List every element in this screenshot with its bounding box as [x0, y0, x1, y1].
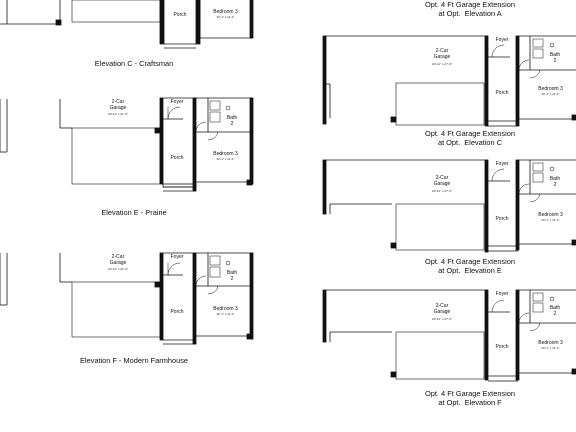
- garage-dim-f: 20'-11" x 21'-6": [108, 267, 128, 271]
- porch-label-c: Porch: [173, 12, 187, 18]
- bath-label-opt-e: Bath 2: [549, 305, 561, 317]
- foyer-label-opt-c: Foyer: [495, 161, 509, 167]
- bedroom3-label-opt-a: Bedroom 3: [538, 86, 563, 92]
- bedroom3-dim-opt-e: 10'-1" x 11'-1": [541, 346, 560, 350]
- bedroom3-label-opt-c: Bedroom 3: [538, 212, 563, 218]
- bath-label-opt-a: Bath 2: [549, 52, 561, 64]
- garage-label-f: 2-Car Garage: [109, 254, 127, 266]
- caption-elevation-f: Elevation F - Modern Farmhouse: [79, 356, 189, 365]
- bedroom3-label-f: Bedroom 3: [213, 306, 238, 312]
- porch-label-opt-e: Porch: [495, 344, 509, 350]
- garage-dim-opt-e: 20'-11" x 27'-6": [432, 317, 452, 321]
- bath-label-opt-c: Bath 2: [549, 176, 561, 188]
- foyer-label-f: Foyer: [170, 254, 184, 260]
- caption-opt-e: Opt. 4 Ft Garage Extension at Opt. Eleva…: [425, 257, 515, 275]
- foyer-label-opt-e: Foyer: [495, 291, 509, 297]
- garage-dim-opt-c: 20'-11" x 27'-6": [432, 189, 452, 193]
- caption-opt-a: Opt. 4 Ft Garage Extension at Opt. Eleva…: [425, 0, 515, 18]
- porch-label-opt-a: Porch: [495, 90, 509, 96]
- bedroom3-label-e: Bedroom 3: [213, 151, 238, 157]
- garage-label-opt-e: 2-Car Garage: [433, 303, 451, 315]
- bedroom3-dim-f: 10'-1" x 11'-1": [216, 312, 235, 316]
- bedroom3-dim-opt-c: 10'-1" x 11'-1": [541, 218, 560, 222]
- porch-label-opt-c: Porch: [495, 216, 509, 222]
- bedroom3-label-opt-e: Bedroom 3: [538, 340, 563, 346]
- bath-label-f: Bath 2: [226, 270, 238, 282]
- bedroom3-dim-c: 10'-1" x 11'-1": [216, 15, 235, 19]
- garage-label-e: 2-Car Garage: [109, 99, 127, 111]
- garage-dim-opt-a: 20'-11" x 27'-6": [432, 62, 452, 66]
- caption-opt-c: Opt. 4 Ft Garage Extension at Opt. Eleva…: [425, 129, 515, 147]
- garage-label-opt-a: 2-Car Garage: [433, 48, 451, 60]
- caption-elevation-c: Elevation C - Craftsman: [94, 59, 174, 68]
- garage-label-opt-c: 2-Car Garage: [433, 175, 451, 187]
- bedroom3-dim-e: 10'-1" x 11'-1": [216, 157, 235, 161]
- caption-opt-f: Opt. 4 Ft Garage Extension at Opt. Eleva…: [425, 389, 515, 407]
- porch-label-f: Porch: [170, 309, 184, 315]
- bath-label-e: Bath 2: [226, 115, 238, 127]
- garage-dim-e: 20'-11" x 21'-6": [108, 112, 128, 116]
- bedroom3-label-c: Bedroom 3: [213, 9, 238, 15]
- foyer-label-opt-a: Foyer: [495, 37, 509, 43]
- porch-label-e: Porch: [170, 155, 184, 161]
- caption-elevation-e: Elevation E - Prairie: [101, 208, 167, 217]
- bedroom3-dim-opt-a: 10'-1" x 11'-1": [541, 92, 560, 96]
- foyer-label-e: Foyer: [170, 99, 184, 105]
